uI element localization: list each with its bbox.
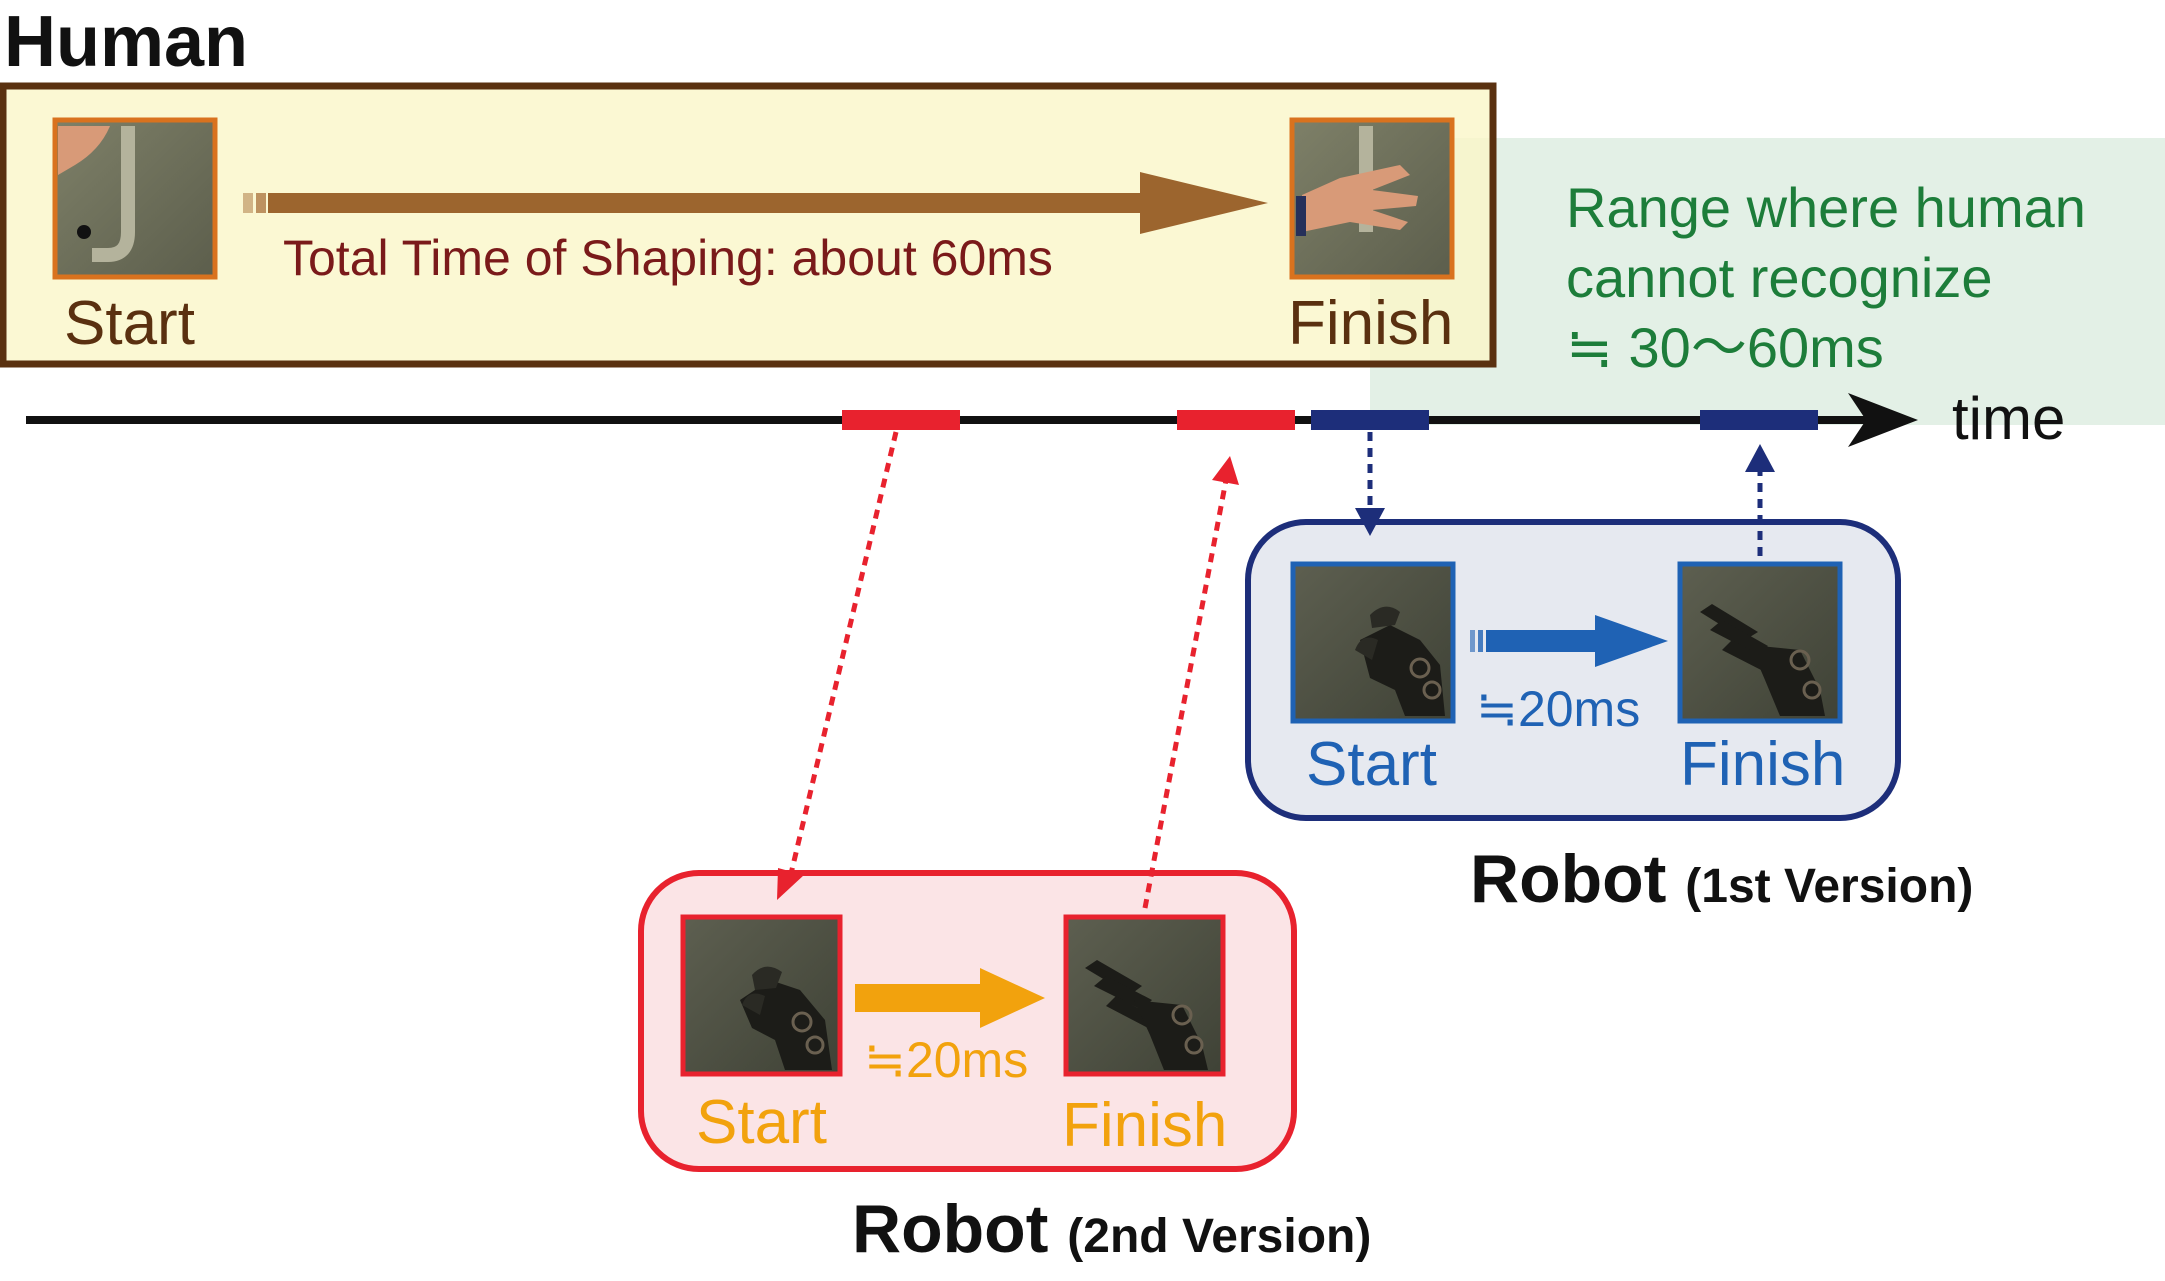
robot2-finish-marker <box>1177 410 1295 430</box>
human-panel <box>0 82 1497 368</box>
robot1-duration: ≒20ms <box>1476 681 1641 737</box>
time-axis-label: time <box>1952 385 2066 452</box>
robot1-finish-connector <box>1745 444 1775 556</box>
robot2-arrow <box>855 968 1045 1028</box>
robot2-finish-label: Finish <box>1062 1091 1228 1160</box>
range-text-line2: cannot recognize <box>1566 246 1993 309</box>
human-arrow <box>243 172 1268 234</box>
robot1-finish-label: Finish <box>1680 730 1846 799</box>
robot1-title-main: Robot <box>1470 841 1667 917</box>
robot2-title-main: Robot <box>852 1191 1049 1267</box>
robot2-start-marker <box>842 410 960 430</box>
human-finish-label: Finish <box>1288 289 1454 358</box>
robot2-finish-connector <box>1142 456 1239 909</box>
range-region <box>1370 138 2165 425</box>
robot2-start-label: Start <box>696 1088 827 1157</box>
range-text-line1: Range where human <box>1566 176 2086 239</box>
robot1-finish-marker <box>1700 410 1818 430</box>
robot2-start-connector <box>777 431 899 900</box>
robot2-duration: ≒20ms <box>864 1032 1029 1088</box>
robot1-start-label: Start <box>1306 730 1437 799</box>
robot1-start-connector <box>1355 432 1385 536</box>
robot2-start-photo <box>680 914 843 1077</box>
robot2-title: Robot (2nd Version) <box>852 1195 1371 1263</box>
human-start-label: Start <box>64 289 195 358</box>
robot1-version: (1st Version) <box>1685 860 1974 913</box>
robot1-title: Robot (1st Version) <box>1470 845 1973 913</box>
range-text-line3: ≒ 30～60ms <box>1566 316 1884 379</box>
robot1-finish-photo <box>1677 561 1843 724</box>
human-finish-photo <box>1289 117 1455 280</box>
robot2-version: (2nd Version) <box>1067 1210 1372 1263</box>
human-shaping-caption: Total Time of Shaping: about 60ms <box>283 230 1053 286</box>
human-start-photo <box>52 117 218 280</box>
human-title: Human <box>4 2 249 82</box>
robot1-start-marker <box>1311 410 1429 430</box>
robot2-finish-photo <box>1063 914 1226 1077</box>
robot1-arrow <box>1470 615 1668 667</box>
timeline-axis <box>26 393 1918 447</box>
robot1-start-photo <box>1290 561 1456 724</box>
